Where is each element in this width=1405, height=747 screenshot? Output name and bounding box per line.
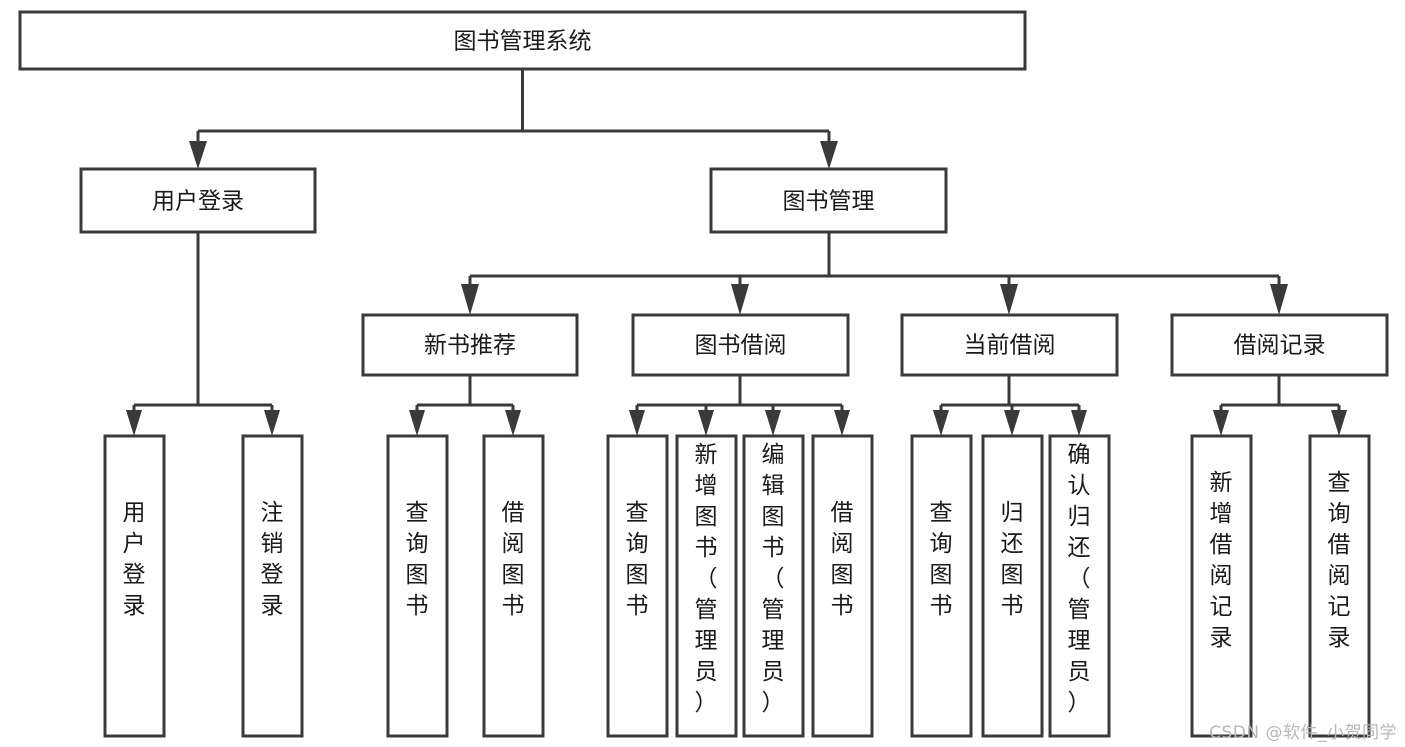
leaf-borrow-book-2-label: 借阅图书 (831, 500, 854, 619)
leaf-return-book[interactable]: 归还图书 (981, 434, 1044, 738)
leaf-query-book-2-label: 查询图书 (626, 500, 649, 619)
leaf-query-book-1[interactable]: 查询图书 (386, 434, 449, 738)
leaf-user-logout[interactable]: 注销登录 (241, 434, 304, 738)
leaf-query-record-box[interactable] (1308, 434, 1371, 738)
leaf-confirm-return-label: 确认归还（管理员） (1068, 442, 1091, 716)
leaf-query-book-2-box[interactable] (606, 434, 669, 738)
leaf-return-book-box[interactable] (981, 434, 1044, 738)
leaf-edit-book-label: 编辑图书（管理员） (762, 442, 785, 716)
node-current[interactable]: 当前借阅 (900, 313, 1119, 377)
leaf-query-book-1-label: 查询图书 (406, 500, 429, 619)
arrow-head-leaf-query-book-2 (629, 410, 645, 436)
node-root-label: 图书管理系统 (454, 29, 592, 55)
arrow-head-leaf-user-login (126, 410, 142, 436)
node-login-box[interactable] (79, 167, 317, 234)
leaf-borrow-book-1-box[interactable] (482, 434, 545, 738)
leaf-return-book-label: 归还图书 (1001, 500, 1024, 619)
leaf-user-logout-box[interactable] (241, 434, 304, 738)
leaf-edit-book[interactable]: 编辑图书（管理员） (742, 434, 805, 738)
node-root-box[interactable] (18, 10, 1027, 71)
node-records[interactable]: 借阅记录 (1170, 313, 1389, 377)
node-borrow[interactable]: 图书借阅 (631, 313, 850, 377)
arrow-head-borrow (731, 284, 749, 315)
node-newbook-box[interactable] (361, 313, 579, 377)
leaf-confirm-return[interactable]: 确认归还（管理员） (1048, 434, 1111, 738)
arrow-head-leaf-return-book (1004, 410, 1020, 436)
node-root[interactable]: 图书管理系统 (18, 10, 1027, 71)
node-records-box[interactable] (1170, 313, 1389, 377)
arrow-head-login (189, 141, 207, 169)
node-borrow-label: 图书借阅 (695, 333, 787, 359)
node-newbook[interactable]: 新书推荐 (361, 313, 579, 377)
leaf-confirm-return-box[interactable] (1048, 434, 1111, 738)
leaf-edit-book-box[interactable] (742, 434, 805, 738)
node-bookmgmt-label: 图书管理 (783, 189, 875, 215)
arrow-head-leaf-add-book (698, 410, 714, 436)
arrow-head-newbook (461, 284, 479, 315)
leaf-query-book-3-box[interactable] (910, 434, 973, 738)
arrow-head-leaf-query-book-3 (933, 410, 949, 436)
node-login[interactable]: 用户登录 (79, 167, 317, 234)
leaf-add-book-label: 新增图书（管理员） (695, 442, 718, 716)
leaf-query-book-1-box[interactable] (386, 434, 449, 738)
leaf-add-record[interactable]: 新增借阅记录 (1190, 434, 1253, 738)
arrow-head-leaf-borrow-book-1 (505, 410, 521, 436)
leaf-query-book-2[interactable]: 查询图书 (606, 434, 669, 738)
leaf-add-record-label: 新增借阅记录 (1210, 470, 1233, 651)
arrow-head-leaf-confirm-return (1071, 410, 1087, 436)
arrow-head-leaf-edit-book (765, 410, 781, 436)
leaf-user-login[interactable]: 用户登录 (103, 434, 166, 738)
leaf-query-record[interactable]: 查询借阅记录 (1308, 434, 1371, 738)
arrow-head-records (1270, 284, 1288, 315)
leaf-user-logout-label: 注销登录 (261, 500, 284, 619)
leaf-user-login-label: 用户登录 (123, 500, 146, 619)
arrow-head-leaf-user-logout (264, 410, 280, 436)
leaf-borrow-book-1-label: 借阅图书 (502, 500, 525, 619)
leaf-query-book-3[interactable]: 查询图书 (910, 434, 973, 738)
arrow-head-bookmgmt (820, 141, 838, 169)
node-current-box[interactable] (900, 313, 1119, 377)
arrow-head-current (1000, 284, 1018, 315)
node-bookmgmt[interactable]: 图书管理 (709, 167, 948, 234)
node-current-label: 当前借阅 (964, 333, 1056, 359)
node-login-label: 用户登录 (152, 189, 244, 215)
leaf-borrow-book-2-box[interactable] (811, 434, 874, 738)
arrow-head-leaf-borrow-book-2 (834, 410, 850, 436)
leaf-add-book[interactable]: 新增图书（管理员） (675, 434, 738, 738)
node-newbook-label: 新书推荐 (424, 333, 516, 359)
arrow-head-leaf-query-record (1331, 410, 1347, 436)
node-borrow-box[interactable] (631, 313, 850, 377)
arrow-head-leaf-add-record (1213, 410, 1229, 436)
leaf-query-record-label: 查询借阅记录 (1328, 470, 1351, 651)
leaf-user-login-box[interactable] (103, 434, 166, 738)
arrow-head-leaf-query-book-1 (409, 410, 425, 436)
leaf-borrow-book-1[interactable]: 借阅图书 (482, 434, 545, 738)
leaf-borrow-book-2[interactable]: 借阅图书 (811, 434, 874, 738)
node-bookmgmt-box[interactable] (709, 167, 948, 234)
node-records-label: 借阅记录 (1234, 333, 1326, 359)
leaf-add-record-box[interactable] (1190, 434, 1253, 738)
leaf-query-book-3-label: 查询图书 (930, 500, 953, 619)
leaf-add-book-box[interactable] (675, 434, 738, 738)
connector-layer (126, 69, 1347, 436)
